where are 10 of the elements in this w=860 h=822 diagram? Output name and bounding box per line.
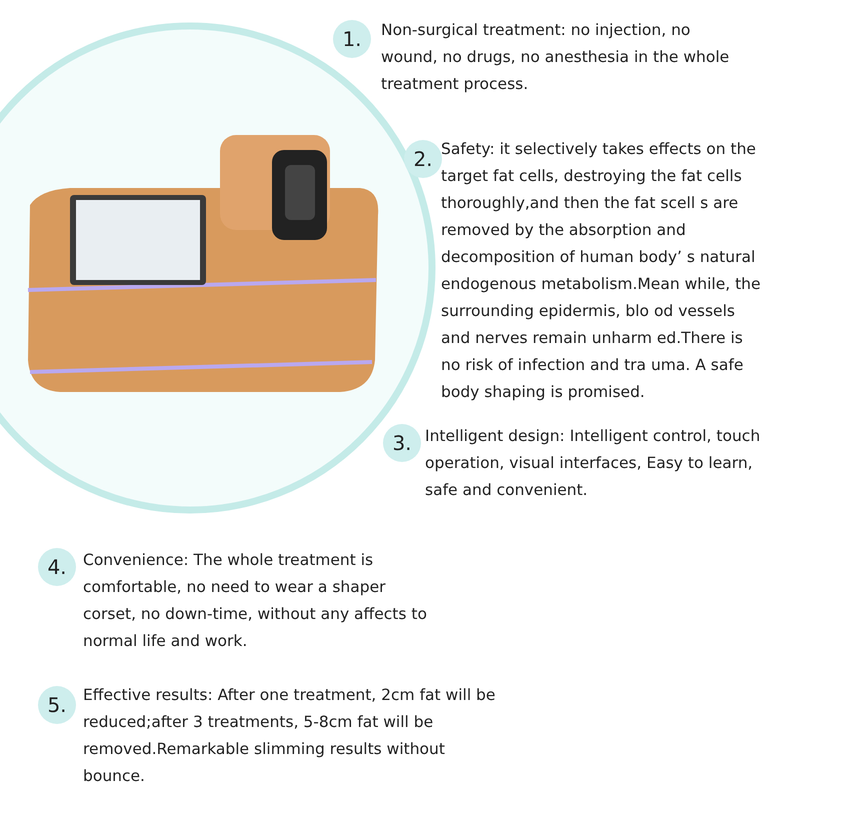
number-circle: 3.	[383, 424, 421, 462]
feature-description: Intelligent design: Intelligent control, touch operation, visual interfaces, Easy to learn, safe and convenient.	[425, 426, 762, 501]
number-circle: 4.	[38, 548, 76, 586]
feature-description: Effective results: After one treatment, 2cm fat will be reduced;after 3 treatments, 5-8cm fat will be removed.Remarkable slimming results without bounce.	[83, 685, 496, 787]
feature-description: Non-surgical treatment: no injection, no wound, no drugs, no anesthesia in the whole treatment process.	[381, 20, 730, 95]
feature-description: Convenience: The whole treatment is comfortable, no need to wear a shaper corset, no down-time, without any affects to normal life and work.	[83, 550, 428, 652]
number-circle: 2.	[404, 140, 442, 178]
feature-description: Safety: it selectively takes effects on the target fat cells, destroying the fat cells thoroughly,and then the fat scell s are removed by the absorption and decomposition of human body’ s natural endogenous metabolism.Mean while, the surrounding epidermis, blo od vessels and nerves remain unharm ed.There is no risk of infection and tra uma. A safe body shaping is promised.	[441, 139, 762, 403]
number-circle: 5.	[38, 686, 76, 724]
number-circle: 1.	[333, 20, 371, 58]
